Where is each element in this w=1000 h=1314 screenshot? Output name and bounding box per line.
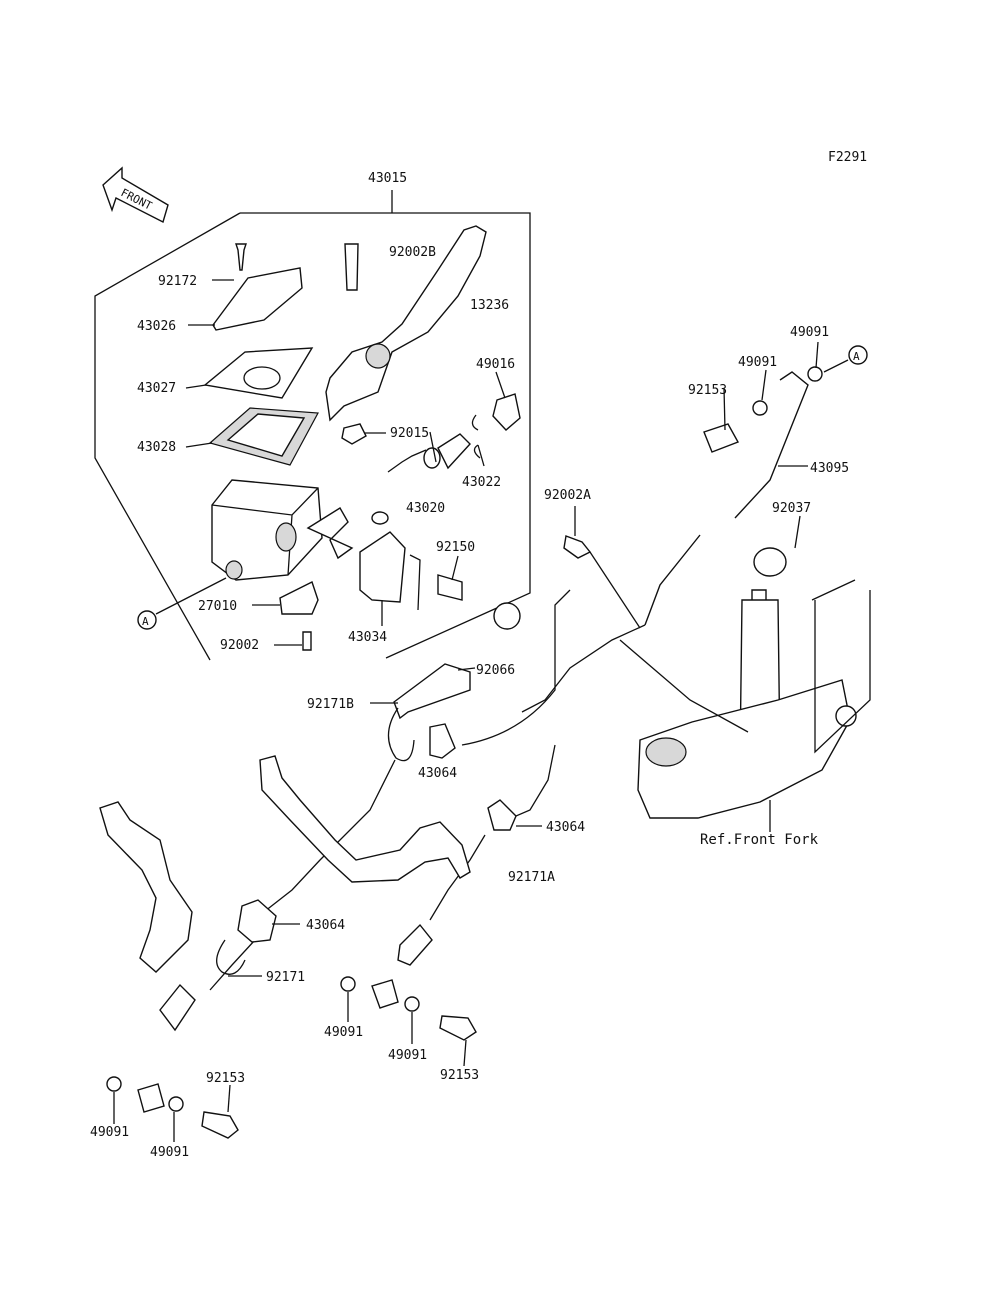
callout-92171: 92171 — [266, 970, 305, 985]
callout-43022: 43022 — [462, 475, 501, 490]
callout-43026: 43026 — [137, 319, 176, 334]
svg-text:A: A — [142, 615, 149, 628]
callout-92171B: 92171B — [307, 697, 354, 712]
callout-43064-c: 43064 — [306, 918, 345, 933]
callout-labels: 43015 92002B 92172 13236 43026 49016 430… — [90, 171, 849, 1160]
lower-banjo-right — [340, 976, 477, 1041]
callout-43064-b: 43064 — [546, 820, 585, 835]
callout-92002: 92002 — [220, 638, 259, 653]
callout-43015: 43015 — [368, 171, 407, 186]
callout-49091-lr1: 49091 — [324, 1025, 363, 1040]
callout-49091-ll2: 49091 — [150, 1145, 189, 1160]
brackets — [99, 663, 517, 975]
callout-43064-a: 43064 — [418, 766, 457, 781]
callout-92153-top: 92153 — [688, 383, 727, 398]
callout-92015: 92015 — [390, 426, 429, 441]
callout-43020: 43020 — [406, 501, 445, 516]
leader-lines — [113, 279, 819, 1142]
assembly-bracket-43015 — [94, 190, 531, 661]
ref-mark-a-left: A — [137, 577, 227, 630]
callout-43027: 43027 — [137, 381, 176, 396]
callout-92150: 92150 — [436, 540, 475, 555]
callout-27010: 27010 — [198, 599, 237, 614]
callout-92002A: 92002A — [544, 488, 591, 503]
svg-text:A: A — [853, 350, 860, 363]
ref-front-fork-label: Ref.Front Fork — [700, 832, 819, 848]
lower-banjo-left — [106, 1076, 239, 1139]
master-cylinder-group — [203, 225, 521, 651]
front-arrow-icon: FRONT — [102, 166, 169, 224]
callout-13236: 13236 — [470, 298, 509, 313]
diagram-code: F2291 — [828, 150, 867, 165]
front-fork-stem — [619, 547, 871, 819]
callout-43034: 43034 — [348, 630, 387, 645]
callout-49016: 49016 — [476, 357, 515, 372]
callout-92066: 92066 — [476, 663, 515, 678]
callout-49091-top: 49091 — [790, 325, 829, 340]
callout-49091-mid: 49091 — [738, 355, 777, 370]
callout-92153-ll: 92153 — [206, 1071, 245, 1086]
callout-92002B: 92002B — [389, 245, 436, 260]
callout-92153-lr: 92153 — [440, 1068, 479, 1083]
callout-43028: 43028 — [137, 440, 176, 455]
callout-92037: 92037 — [772, 501, 811, 516]
callout-49091-lr2: 49091 — [388, 1048, 427, 1063]
callout-43095: 43095 — [810, 461, 849, 476]
ref-mark-a-right: A — [823, 345, 868, 373]
callout-49091-ll1: 49091 — [90, 1125, 129, 1140]
upper-hose-43095 — [521, 366, 823, 713]
screw-92002A — [563, 535, 641, 629]
lower-hoses — [159, 589, 571, 1032]
callout-92172: 92172 — [158, 274, 197, 289]
callout-92171A: 92171A — [508, 870, 555, 885]
